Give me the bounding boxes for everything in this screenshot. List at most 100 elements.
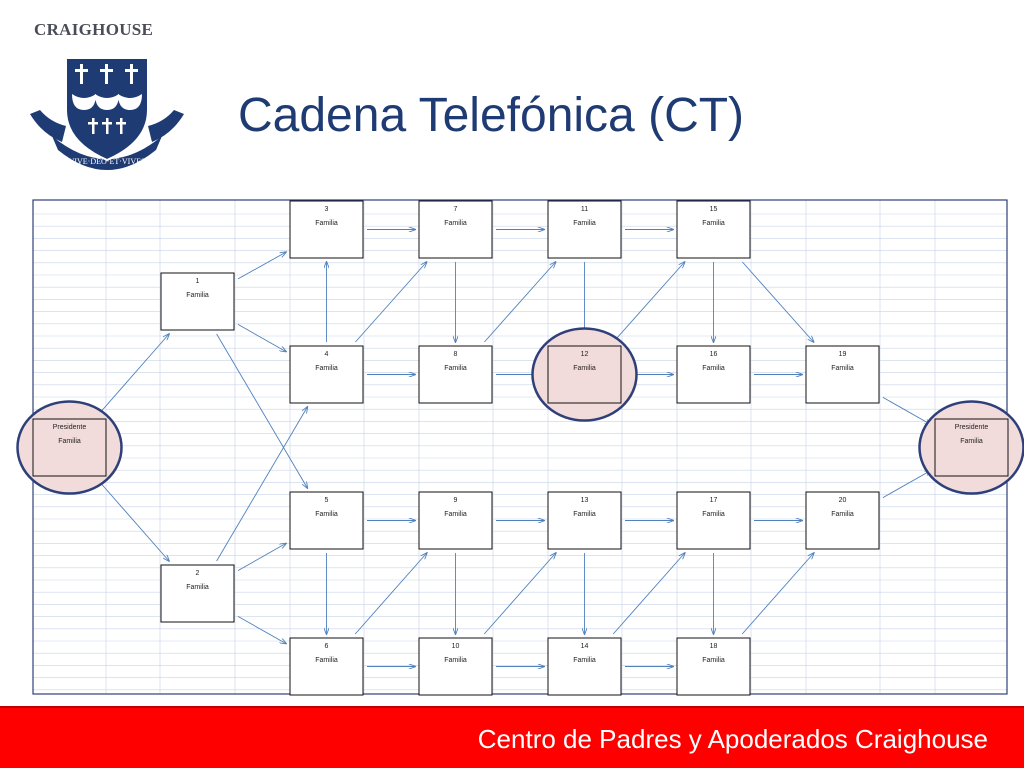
node-box [676,491,751,550]
node-box [32,418,107,477]
node-label: Familia [186,584,209,591]
node-number: 9 [454,497,458,504]
node-number: 18 [710,643,718,650]
arrow-18-to-20 [741,553,814,635]
node-label: Familia [444,657,467,664]
node-box [289,345,364,404]
node-box [418,345,493,404]
node-box [289,200,364,259]
node-box [805,491,880,550]
node-label: Familia [186,292,209,299]
node-label: Familia [444,220,467,227]
node-number: 20 [839,497,847,504]
node-box [676,200,751,259]
page-title: Cadena Telefónica (CT) [238,89,745,142]
arrow-P-to-1 [97,334,169,416]
node-box [805,345,880,404]
node-number: 6 [325,643,329,650]
node-number: 8 [454,351,458,358]
node-box [418,491,493,550]
node-number: Presidente [53,424,87,431]
node-number: 12 [581,351,589,358]
arrow-14-to-17 [612,553,685,635]
node-label: Familia [831,365,854,372]
node-number: 19 [839,351,847,358]
node-number: 15 [710,206,718,213]
node-label: Familia [573,657,596,664]
node-label: Familia [58,438,81,445]
node-box [547,491,622,550]
node-box [160,564,235,623]
node-box [547,345,622,404]
node-number: 4 [325,351,329,358]
node-number: 5 [325,497,329,504]
node-box [160,272,235,331]
footer-text: Centro de Padres y Apoderados Craighouse [477,724,988,754]
arrow-19-to-PE [882,397,931,424]
arrow-6-to-9 [354,553,427,635]
node-label: Familia [573,365,596,372]
node-box [676,637,751,696]
arrow-2-to-5 [237,543,286,571]
arrow-12-to-15 [613,262,684,343]
node-label: Familia [702,365,725,372]
arrow-2-to-6 [237,616,286,643]
node-number: 14 [581,643,589,650]
node-label: Familia [702,657,725,664]
node-number: 16 [710,351,718,358]
arrow-20-to-PE [882,470,931,498]
node-label: Familia [702,511,725,518]
node-number: 7 [454,206,458,213]
node-number: 10 [452,643,460,650]
node-label: Familia [831,511,854,518]
node-number: 11 [581,206,588,213]
arrow-8-to-11 [484,262,555,343]
node-number: 17 [710,497,718,504]
node-box [418,637,493,696]
node-label: Familia [702,220,725,227]
school-crest-icon: VIVE·DEO·ET·VIVES [30,57,184,170]
node-label: Familia [573,220,596,227]
node-box [289,637,364,696]
node-number: 13 [581,497,589,504]
arrow-4-to-7 [355,262,426,343]
node-label: Familia [573,511,596,518]
logo-text: CRAIGHOUSE [34,20,154,39]
node-box [418,200,493,259]
arrow-1-to-5 [216,333,308,488]
arrow-10-to-13 [483,553,556,635]
node-label: Familia [315,220,338,227]
node-number: 3 [325,206,329,213]
node-label: Familia [315,511,338,518]
node-box [547,200,622,259]
footer-bar: Centro de Padres y Apoderados Craighouse [0,706,1024,768]
node-label: Familia [315,657,338,664]
phone-chain-diagram: PresidenteFamilia1Familia2Familia3Famili… [16,199,1024,696]
node-number: 1 [196,278,200,285]
arrow-2-to-4 [216,407,308,562]
arrow-P-to-2 [97,479,169,561]
nodes-layer: PresidenteFamilia1Familia2Familia3Famili… [32,200,1009,696]
node-number: Presidente [955,424,989,431]
node-box [934,418,1009,477]
node-number: 2 [196,570,200,577]
node-box [676,345,751,404]
node-label: Familia [444,511,467,518]
